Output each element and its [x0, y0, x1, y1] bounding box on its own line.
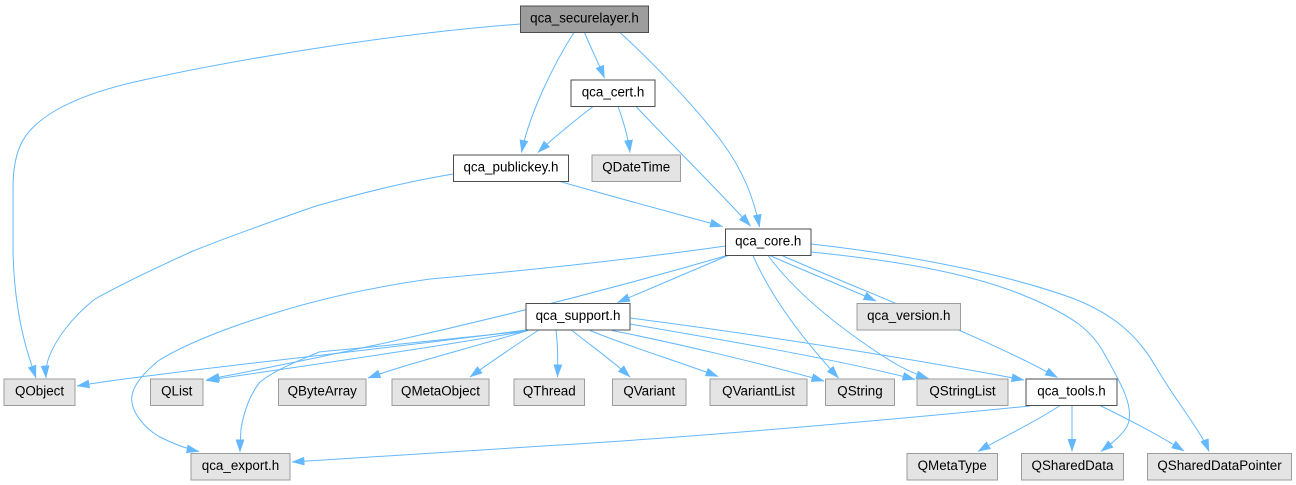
svg-text:qca_cert.h: qca_cert.h	[582, 85, 645, 100]
svg-text:qca_support.h: qca_support.h	[536, 308, 621, 323]
svg-text:QSharedData: QSharedData	[1032, 458, 1114, 473]
svg-text:QThread: QThread	[523, 384, 576, 399]
svg-text:QStringList: QStringList	[929, 384, 996, 399]
svg-text:qca_version.h: qca_version.h	[867, 308, 950, 323]
svg-text:qca_securelayer.h: qca_securelayer.h	[530, 11, 639, 26]
svg-text:QMetaType: QMetaType	[918, 458, 987, 473]
svg-text:QList: QList	[161, 384, 193, 399]
svg-text:qca_tools.h: qca_tools.h	[1037, 384, 1106, 399]
svg-text:QByteArray: QByteArray	[288, 384, 358, 399]
svg-text:QVariantList: QVariantList	[722, 384, 795, 399]
svg-text:QDateTime: QDateTime	[602, 160, 670, 175]
svg-text:qca_core.h: qca_core.h	[735, 234, 801, 249]
svg-text:QVariant: QVariant	[623, 384, 675, 399]
svg-text:QSharedDataPointer: QSharedDataPointer	[1157, 458, 1282, 473]
svg-text:QMetaObject: QMetaObject	[401, 384, 480, 399]
svg-text:QObject: QObject	[15, 384, 64, 399]
svg-text:qca_export.h: qca_export.h	[202, 458, 279, 473]
svg-text:qca_publickey.h: qca_publickey.h	[463, 160, 558, 175]
svg-text:QString: QString	[837, 384, 882, 399]
